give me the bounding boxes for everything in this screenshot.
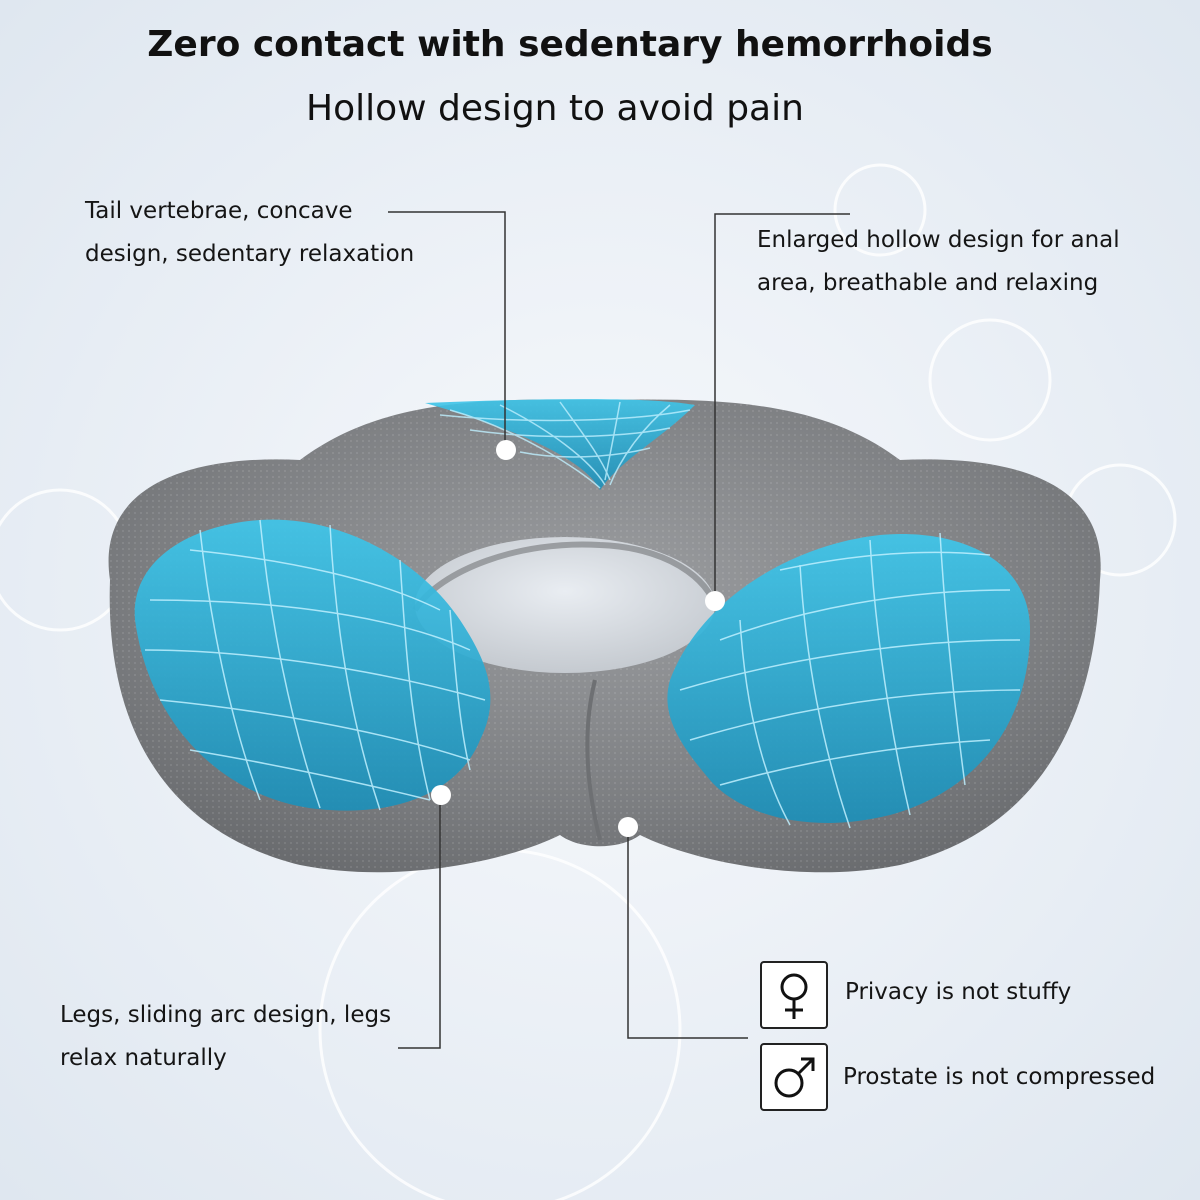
legend-prostate-text: Prostate is not compressed [843,1064,1156,1090]
male-symbol-icon [774,1057,815,1098]
callout-hollow-line-1: Enlarged hollow design for anal [757,227,1120,253]
headline-line-2: Hollow design to avoid pain [306,88,804,129]
female-symbol-icon [780,973,808,1019]
callout-legs-line-2: relax naturally [60,1045,227,1071]
cushion-hole [415,537,715,673]
female-symbol-box [760,961,828,1029]
callout-tail-vertebrae: Tail vertebrae, concave design, sedentar… [85,190,414,276]
callout-tail-line-2: design, sedentary relaxation [85,241,415,267]
leader-lines [388,211,850,1049]
callout-enlarged-hollow: Enlarged hollow design for anal area, br… [757,219,1120,305]
callout-legs-line-1: Legs, sliding arc design, legs [60,1002,392,1028]
tail-zone-highlight [425,399,695,490]
male-symbol-box [760,1043,828,1111]
right-leg-zone-highlight [667,532,1030,829]
callout-legs-arc: Legs, sliding arc design, legs relax nat… [60,994,391,1080]
left-leg-zone-highlight [134,519,491,811]
headline-line-1: Zero contact with sedentary hemorrhoids [147,24,993,65]
callout-hollow-line-2: area, breathable and relaxing [757,270,1099,296]
callout-dots [431,440,725,837]
legend-privacy-text: Privacy is not stuffy [845,979,1072,1005]
callout-tail-line-1: Tail vertebrae, concave [85,198,353,224]
